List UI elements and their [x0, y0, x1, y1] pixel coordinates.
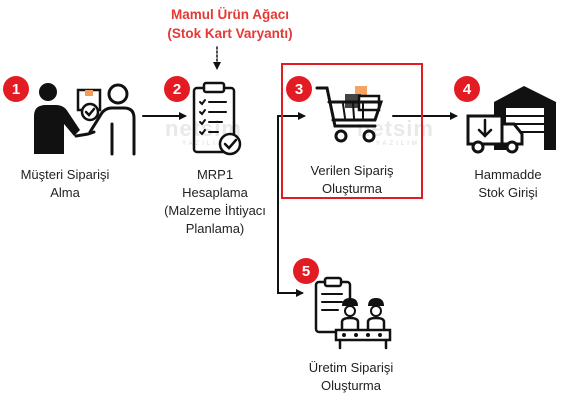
watermark-sub: YAZILIM: [376, 141, 420, 147]
production-workers-icon: [314, 276, 392, 350]
step-4-line: Hammadde: [474, 167, 542, 182]
step-5-label: Üretim Siparişi Oluşturma: [286, 359, 416, 395]
step-badge-4: 4: [454, 76, 480, 102]
step-badge-2: 2: [164, 76, 190, 102]
watermark-sub: YAZILIM: [182, 141, 226, 147]
warehouse-truck-icon: [466, 86, 556, 154]
step-4-line: Stok Girişi: [478, 185, 538, 200]
step-4-label: Hammadde Stok Girişi: [450, 166, 566, 202]
step-2-line: Hesaplama: [182, 185, 248, 200]
bom-header: Mamul Ürün Ağacı (Stok Kart Varyantı): [140, 5, 320, 43]
step-2-line: Planlama): [185, 221, 245, 236]
shopping-cart-icon: [315, 86, 384, 143]
bom-header-title: Mamul Ürün Ağacı: [170, 7, 289, 22]
step-3-line: Verilen Sipariş: [310, 163, 394, 178]
step-5-line: Oluşturma: [321, 378, 381, 393]
step-1-line: Müşteri Siparişi: [20, 167, 110, 182]
step-5-line: Üretim Siparişi: [308, 360, 394, 375]
bom-header-subtitle: (Stok Kart Varyantı): [167, 26, 293, 41]
step-badge-1: 1: [3, 76, 29, 102]
arrow-2-to-5: [277, 189, 304, 297]
step-2-label: MRP1 Hesaplama (Malzeme İhtiyacı Planlam…: [150, 166, 280, 238]
step-badge-5: 5: [293, 258, 319, 284]
step-3-line: Oluşturma: [322, 181, 382, 196]
step-1-line: Alma: [50, 185, 80, 200]
step-2-line: (Malzeme İhtiyacı: [164, 203, 266, 218]
step-badge-3: 3: [286, 76, 312, 102]
step-1-label: Müşteri Siparişi Alma: [0, 166, 130, 202]
clipboard-checklist-icon: [192, 81, 242, 156]
step-3-label: Verilen Sipariş Oluşturma: [287, 162, 417, 198]
step-2-line: MRP1: [196, 167, 234, 182]
step-3-highlight-box: [281, 63, 423, 199]
customer-order-handshake-icon: [34, 83, 136, 156]
